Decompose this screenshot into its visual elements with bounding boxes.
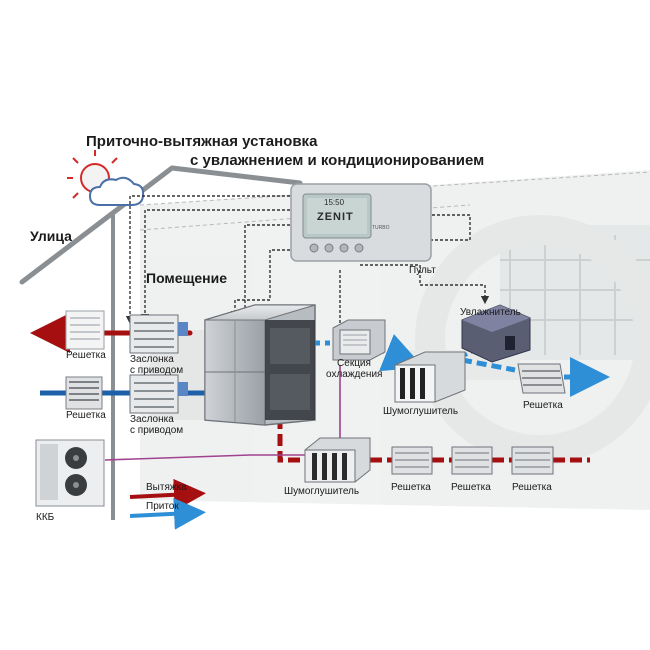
label-damper-top-line-1: Заслонка: [130, 354, 174, 365]
grille-row-3-shape: [511, 446, 554, 475]
house-outline: [19, 165, 303, 285]
grille-supply-right-shape: [517, 363, 566, 394]
label-room: Помещение: [146, 270, 228, 286]
controller-model: TURBO: [372, 225, 390, 231]
air-handling-unit: [204, 304, 316, 426]
silencer-top-shape: [394, 351, 466, 403]
label-cooling-line-1: Секция: [337, 358, 371, 369]
label-humidifier: Увлажнитель: [460, 307, 521, 318]
grille-intake-shape: [65, 376, 103, 410]
label-remote: Пульт: [409, 265, 436, 276]
cooling-section-shape: [332, 319, 386, 361]
controller-device: [290, 183, 432, 262]
condensing-unit-shape: [35, 439, 105, 507]
silencer-bottom-shape: [304, 437, 371, 483]
humidifier-shape: [461, 304, 531, 363]
label-grille-exhaust: Решетка: [66, 350, 106, 361]
label-cooling: Секция охлаждения: [326, 358, 382, 380]
controller-time: 15:50: [324, 198, 345, 207]
label-damper-top-line-2: с приводом: [130, 365, 184, 376]
label-damper-bottom-line-2: с приводом: [130, 425, 184, 436]
damper-bottom-shape: [129, 374, 188, 414]
label-damper-bottom: Заслонка с приводом: [130, 414, 183, 436]
label-damper-bottom-line-1: Заслонка: [130, 414, 174, 425]
sun-cloud-icon: [67, 150, 145, 206]
control-lines: [125, 195, 490, 335]
label-cooling-line-2: охлаждения: [326, 369, 383, 380]
title-line-1: Приточно-вытяжная установка: [86, 133, 318, 150]
condensing-signal-line: [104, 365, 341, 461]
label-grille-row-2: Решетка: [451, 482, 491, 493]
label-damper-top: Заслонка с приводом: [130, 354, 183, 376]
damper-top-shape: [129, 314, 188, 354]
title-line-2: с увлажнением и кондиционированием: [190, 152, 485, 169]
label-grille-supply-right: Решетка: [523, 400, 563, 411]
label-silencer-top: Шумоглушитель: [383, 406, 459, 417]
legend-exhaust: Вытяжка: [146, 482, 187, 493]
label-grille-intake: Решетка: [66, 410, 106, 421]
label-street: Улица: [30, 228, 72, 244]
controller-brand: ZENIT: [317, 211, 354, 223]
grille-exhaust-shape: [65, 310, 105, 350]
grille-row-1-shape: [391, 446, 433, 475]
label-condensing-unit: ККБ: [36, 512, 55, 523]
grille-row-2-shape: [451, 446, 493, 475]
legend-supply: Приток: [146, 501, 179, 512]
label-grille-row-1: Решетка: [391, 482, 431, 493]
legend-arrows: [129, 478, 206, 530]
label-grille-row-3: Решетка: [512, 482, 552, 493]
label-silencer-bottom: Шумоглушитель: [284, 486, 360, 497]
